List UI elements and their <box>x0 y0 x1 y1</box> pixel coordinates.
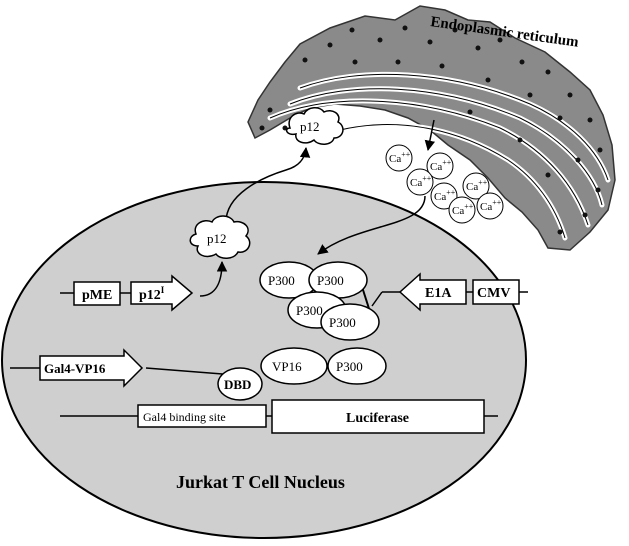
vp16-ellipse <box>260 347 328 385</box>
p300-label: P300 <box>336 359 363 374</box>
cmv-label: CMV <box>477 286 510 301</box>
calcium-to-p300-arrow <box>317 195 426 255</box>
p12i-arrow-box <box>130 274 194 312</box>
p300-ellipse <box>320 303 380 341</box>
e1a-inhibition-line <box>371 291 383 307</box>
svg-text:Ca++: Ca++ <box>466 178 488 193</box>
gal4-binding-site-label: Gal4 binding site <box>143 410 226 424</box>
svg-text:Ca++: Ca++ <box>480 198 502 213</box>
p12-er-label: p12 <box>300 119 320 134</box>
luciferase-label: Luciferase <box>346 411 409 426</box>
p12-cyto-blob <box>189 215 251 259</box>
p12i-label: p12I <box>139 285 165 303</box>
p300-label: P300 <box>317 273 344 288</box>
svg-text:Ca++: Ca++ <box>430 158 452 173</box>
dbd-label: DBD <box>224 377 251 392</box>
p300-label: P300 <box>268 273 295 288</box>
p300-ellipse <box>327 347 387 385</box>
p12-er-blob <box>285 107 344 145</box>
calcium-ion: Ca++ <box>385 144 413 172</box>
calcium-ion: Ca++ <box>462 172 490 200</box>
calcium-ion: Ca++ <box>476 192 504 220</box>
p300-label: P300 <box>296 303 323 318</box>
er-release-arrow <box>424 119 436 152</box>
p12-cyto-label: p12 <box>207 231 227 246</box>
calcium-ion: Ca++ <box>448 196 476 224</box>
calcium-ions: Ca++ Ca++ Ca++ Ca++ Ca++ Ca++ Ca++ <box>385 144 504 224</box>
svg-text:Ca++: Ca++ <box>389 150 411 165</box>
er-ribosome-dots <box>259 25 603 235</box>
svg-text:Ca++: Ca++ <box>434 188 456 203</box>
svg-text:Ca++: Ca++ <box>452 202 474 217</box>
gal4-vp16-label: Gal4-VP16 <box>44 361 106 376</box>
calcium-ion: Ca++ <box>406 168 434 196</box>
p300-label: P300 <box>329 315 356 330</box>
nucleus-label: Jurkat T Cell Nucleus <box>176 472 345 492</box>
gal4-binding-site-box <box>137 404 267 428</box>
gal4-vp16-arrow-box <box>39 348 144 388</box>
vp16-label: VP16 <box>272 359 302 374</box>
e1a-arrow-box <box>398 272 467 312</box>
e1a-label: E1A <box>425 286 452 301</box>
er-cisternae-outline <box>269 73 609 239</box>
p12-expression-arrow <box>199 260 228 297</box>
svg-text:Ca++: Ca++ <box>410 174 432 189</box>
luciferase-box <box>271 399 485 434</box>
p12-to-er-arrow <box>225 146 311 223</box>
p300-cluster: P300 P300 P300 P300 <box>259 261 380 341</box>
dbd-ellipse <box>217 367 263 401</box>
calcium-ion: Ca++ <box>430 182 458 210</box>
pme-label: pME <box>82 288 112 303</box>
calcium-ion: Ca++ <box>426 152 454 180</box>
